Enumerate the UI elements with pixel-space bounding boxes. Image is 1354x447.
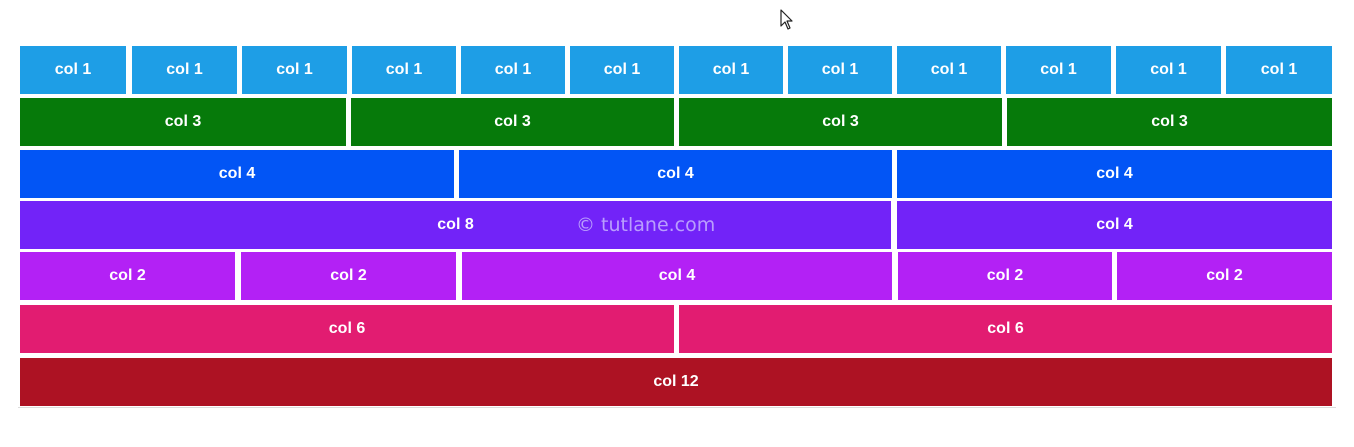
grid-cell: col 2 — [1117, 252, 1332, 300]
grid-cell: col 3 — [351, 98, 674, 146]
row-col-2-2-4-2-2: col 2 col 2 col 4 col 2 col 2 — [20, 252, 1332, 300]
grid-cell: col 2 — [241, 252, 456, 300]
grid-container: col 1 col 1 col 1 col 1 col 1 col 1 col … — [20, 46, 1332, 408]
grid-cell: col 2 — [898, 252, 1112, 300]
grid-cell: col 4 — [459, 150, 892, 198]
bottom-divider — [18, 407, 1336, 408]
grid-cell: col 1 — [1226, 46, 1332, 94]
row-col-3: col 3 col 3 col 3 col 3 — [20, 98, 1332, 146]
grid-cell: col 8 — [20, 201, 891, 249]
grid-cell: col 3 — [20, 98, 346, 146]
grid-cell: col 1 — [788, 46, 892, 94]
grid-cell: col 4 — [897, 150, 1332, 198]
row-col-6: col 6 col 6 — [20, 305, 1332, 353]
grid-cell: col 3 — [1007, 98, 1332, 146]
grid-cell: col 1 — [132, 46, 237, 94]
grid-cell: col 1 — [461, 46, 565, 94]
grid-cell: col 1 — [1006, 46, 1111, 94]
grid-cell: col 1 — [679, 46, 783, 94]
row-col-4: col 4 col 4 col 4 — [20, 150, 1332, 198]
grid-cell: col 2 — [20, 252, 235, 300]
grid-cell: col 12 — [20, 358, 1332, 406]
grid-cell: col 1 — [897, 46, 1001, 94]
grid-cell: col 4 — [897, 201, 1332, 249]
grid-cell: col 6 — [20, 305, 674, 353]
row-col-1: col 1 col 1 col 1 col 1 col 1 col 1 col … — [20, 46, 1332, 94]
grid-cell: col 3 — [679, 98, 1002, 146]
mouse-pointer-icon — [780, 9, 793, 30]
grid-cell: col 4 — [20, 150, 454, 198]
row-col-8-4: col 8 col 4 — [20, 201, 1332, 249]
grid-cell: col 1 — [570, 46, 674, 94]
grid-cell: col 4 — [462, 252, 892, 300]
grid-cell: col 1 — [242, 46, 347, 94]
grid-cell: col 1 — [20, 46, 126, 94]
grid-cell: col 1 — [352, 46, 456, 94]
grid-cell: col 1 — [1116, 46, 1221, 94]
grid-cell: col 6 — [679, 305, 1332, 353]
row-col-12: col 12 — [20, 358, 1332, 406]
